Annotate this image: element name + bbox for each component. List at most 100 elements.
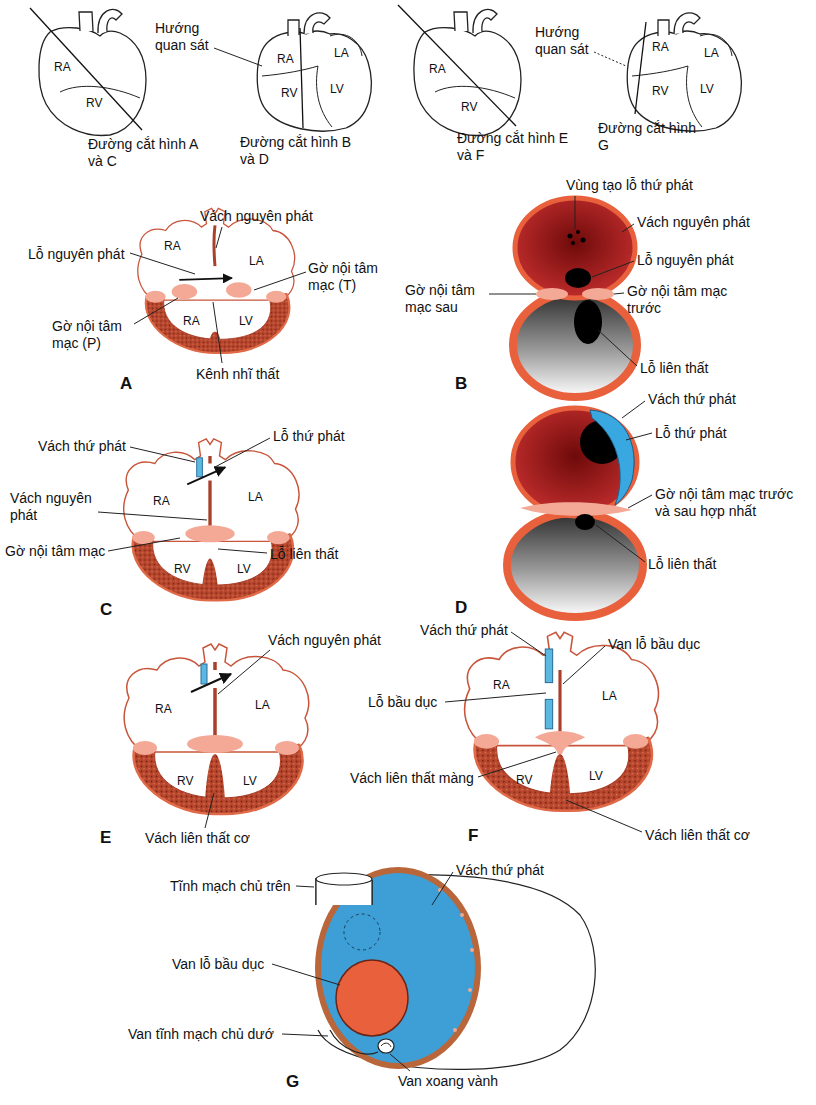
heart-section bbox=[267, 531, 290, 544]
structure-label: Vách nguyên phát bbox=[268, 632, 381, 649]
chamber-label: RV bbox=[281, 86, 297, 100]
leader-line bbox=[130, 253, 195, 274]
leader-line bbox=[511, 632, 546, 656]
leader-line bbox=[489, 294, 536, 295]
chamber-label: RA bbox=[164, 239, 181, 253]
heart-section bbox=[208, 456, 211, 528]
section-line bbox=[30, 8, 142, 130]
right-atrium-view bbox=[316, 873, 372, 885]
heart-section bbox=[201, 664, 207, 684]
right-atrium-view bbox=[470, 948, 474, 952]
heart-section bbox=[513, 408, 637, 516]
panel-letter: E bbox=[100, 828, 111, 848]
panel-letter: D bbox=[455, 598, 467, 618]
leader-line bbox=[594, 52, 626, 66]
leader-line bbox=[445, 632, 642, 832]
chamber-label: LA bbox=[249, 254, 264, 268]
leader-line bbox=[489, 196, 637, 366]
panel-letter: C bbox=[100, 600, 112, 620]
chamber-label: RV bbox=[516, 773, 532, 787]
leader-line bbox=[596, 401, 652, 562]
chamber-label: LV bbox=[589, 769, 603, 783]
leader-line bbox=[622, 401, 645, 418]
heart-section bbox=[124, 439, 299, 601]
chamber-label: RA bbox=[54, 60, 71, 74]
heart-section bbox=[576, 230, 580, 234]
structure-label: Gờ nội tâm mạc bbox=[5, 543, 105, 560]
leader-line bbox=[205, 793, 214, 828]
leader-line bbox=[254, 272, 306, 290]
structure-label: Vách nguyên phát bbox=[200, 208, 313, 225]
chamber-label: RA bbox=[183, 314, 200, 328]
heart-section bbox=[558, 670, 561, 733]
heart-section bbox=[138, 208, 295, 353]
heart-section bbox=[568, 234, 573, 239]
chamber-label: LA bbox=[255, 698, 270, 712]
heart-section bbox=[124, 644, 308, 814]
leader-line bbox=[575, 196, 576, 229]
structure-label: Lỗ thứ phát bbox=[655, 425, 727, 442]
structure-label: Vách liên thất cơ bbox=[145, 830, 250, 847]
chamber-label: RV bbox=[86, 96, 102, 110]
leader-line bbox=[598, 330, 637, 366]
heart-sketch bbox=[257, 13, 371, 131]
section-line bbox=[300, 28, 303, 128]
chamber-label: LV bbox=[700, 82, 714, 96]
heart-section bbox=[565, 268, 591, 288]
structure-label: Van lỗ bầu dục bbox=[172, 956, 264, 973]
leader-line bbox=[390, 1054, 410, 1071]
leader-line bbox=[596, 525, 645, 562]
chamber-label: RV bbox=[461, 100, 477, 114]
section-line bbox=[635, 22, 646, 114]
structure-label: Gờ nội tâm mạc trước bbox=[627, 283, 737, 317]
panel-letter: A bbox=[120, 374, 132, 394]
right-atrium-view bbox=[316, 870, 595, 1069]
heart-section bbox=[590, 410, 634, 505]
structure-label: Vùng tạo lỗ thứ phát bbox=[566, 177, 693, 194]
heart-section bbox=[179, 278, 232, 280]
structure-label: Vách liên thất cơ bbox=[645, 827, 750, 844]
chamber-label: RA bbox=[153, 494, 170, 508]
leader-line bbox=[622, 224, 634, 232]
structure-label: Gờ nội tâm mạc (T) bbox=[308, 260, 386, 294]
heart-section bbox=[536, 288, 568, 300]
view-label: Hướng quan sát bbox=[535, 24, 605, 58]
heart-section bbox=[545, 699, 552, 728]
leader-line bbox=[108, 538, 180, 551]
view-label: Đường cắt hình E và F bbox=[457, 130, 573, 164]
chamber-label: RA bbox=[155, 702, 172, 716]
leader-line bbox=[445, 693, 546, 702]
heart-section bbox=[213, 662, 217, 738]
right-atrium-view bbox=[330, 1030, 378, 1054]
heart-section bbox=[571, 241, 575, 245]
heart-section bbox=[474, 734, 499, 749]
heart-section bbox=[507, 513, 643, 617]
heart-section bbox=[581, 238, 586, 243]
leader-line bbox=[215, 438, 270, 467]
leader-line bbox=[432, 872, 453, 905]
view-label: Đường cắt hình G bbox=[598, 120, 700, 154]
leader-line bbox=[614, 293, 624, 294]
chamber-label: LV bbox=[237, 562, 251, 576]
right-atrium-view bbox=[453, 1028, 457, 1032]
leader-line bbox=[626, 433, 652, 440]
view-label: Hướng quan sát bbox=[155, 20, 225, 54]
structure-label: Vách nguyên phát bbox=[10, 490, 105, 524]
structure-label: Vách nguyên phát bbox=[637, 214, 750, 231]
leader-line bbox=[282, 1034, 328, 1036]
leader-line bbox=[296, 886, 314, 887]
chamber-label: RV bbox=[652, 84, 668, 98]
panel-letter: F bbox=[468, 826, 478, 846]
chamber-label: LV bbox=[243, 774, 257, 788]
chamber-label: RV bbox=[174, 562, 190, 576]
heart-section bbox=[187, 467, 225, 484]
heart-section bbox=[133, 741, 157, 755]
leader-line bbox=[592, 261, 634, 277]
structure-label: Vách liên thất màng bbox=[350, 770, 474, 787]
leader-line bbox=[628, 495, 652, 508]
structure-label: Lỗ liên thất bbox=[640, 360, 709, 377]
heart-section bbox=[623, 734, 648, 749]
right-atrium-view bbox=[336, 960, 408, 1036]
heart-section bbox=[266, 291, 286, 303]
panel-letter: B bbox=[455, 374, 467, 394]
